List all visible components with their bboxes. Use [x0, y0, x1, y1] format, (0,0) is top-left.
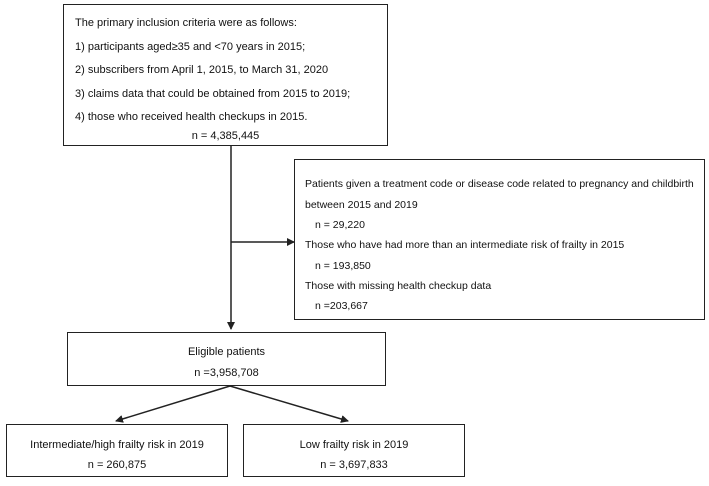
exclusion-missing-line: Those with missing health checkup data: [305, 280, 492, 292]
low-risk-arrow: [229, 385, 349, 423]
eligible-label: Eligible patients: [187, 346, 266, 358]
criteria-item-3: 3) claims data that could be obtained fr…: [75, 88, 351, 100]
criteria-item-4: 4) those who received health checkups in…: [75, 111, 308, 123]
criteria-item-1: 1) participants aged≥35 and <70 years in…: [75, 41, 306, 53]
criteria-count: n = 4,385,445: [191, 130, 260, 142]
exclusion-box: Patients given a treatment code or disea…: [294, 159, 705, 320]
high-risk-count: n = 260,875: [87, 459, 147, 471]
high-risk-label: Intermediate/high frailty risk in 2019: [30, 439, 204, 451]
criteria-heading: The primary inclusion criteria were as f…: [75, 17, 297, 29]
inclusion-criteria-box: The primary inclusion criteria were as f…: [63, 4, 388, 146]
low-risk-label: Low frailty risk in 2019: [299, 439, 409, 451]
exclusion-missing-count: n =203,667: [315, 300, 368, 312]
exclusion-pregnancy-count: n = 29,220: [315, 219, 365, 231]
exclusion-frailty-line: Those who have had more than an intermed…: [305, 239, 625, 251]
exclusion-frailty-count: n = 193,850: [315, 260, 371, 272]
low-frailty-risk-box: Low frailty risk in 2019 n = 3,697,833: [243, 424, 465, 477]
high-risk-arrow: [115, 385, 231, 423]
eligible-patients-box: Eligible patients n =3,958,708: [67, 332, 386, 386]
high-frailty-risk-box: Intermediate/high frailty risk in 2019 n…: [6, 424, 228, 477]
criteria-item-2: 2) subscribers from April 1, 2015, to Ma…: [75, 64, 329, 76]
low-risk-count: n = 3,697,833: [320, 459, 388, 471]
eligible-count: n =3,958,708: [194, 367, 259, 379]
exclusion-pregnancy-line1: Patients given a treatment code or disea…: [305, 178, 694, 190]
exclusion-pregnancy-line2: between 2015 and 2019: [305, 199, 418, 211]
